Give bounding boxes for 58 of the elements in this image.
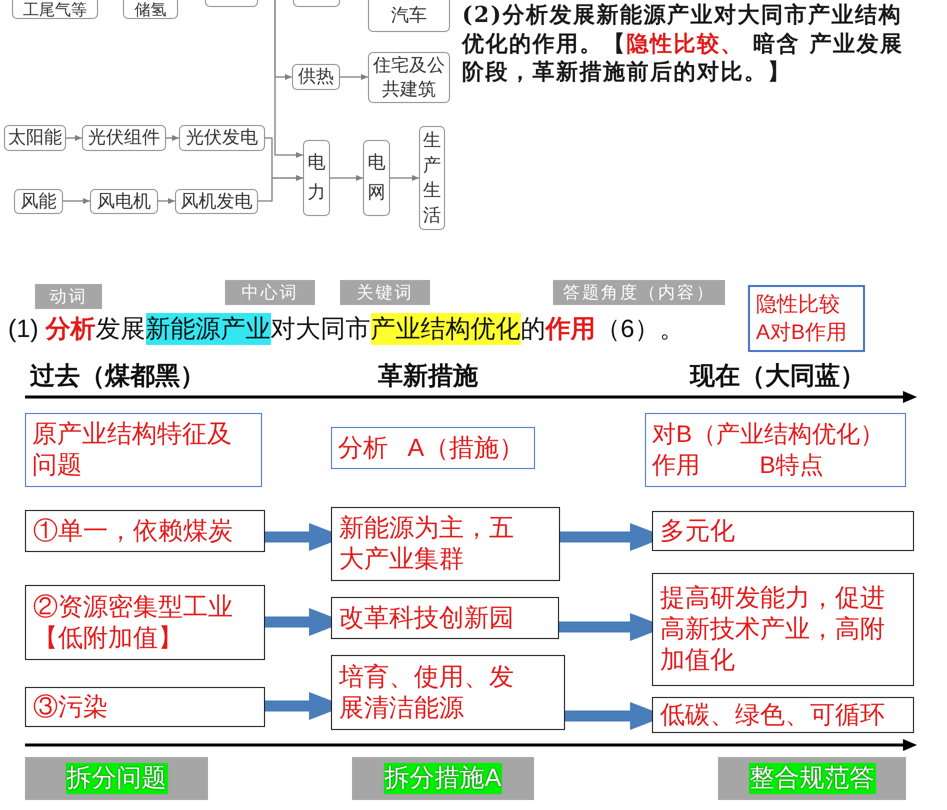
step-tag xyxy=(25,757,208,800)
note-box xyxy=(748,285,865,352)
step-label: 拆分问题 xyxy=(66,763,168,794)
highlighted-term: 新能源产业 xyxy=(146,313,270,345)
process-box: 光伏发电 xyxy=(179,125,265,151)
process-box: 生产生活 xyxy=(419,126,445,230)
content-box: 新能源为主，五大产业集群 xyxy=(331,507,560,581)
content-box: 培育、使用、发展清洁能源 xyxy=(331,655,565,730)
arrow xyxy=(158,198,175,204)
keyword-tag: 答题角度（内容） xyxy=(553,280,725,305)
arrow xyxy=(258,175,303,202)
process-box: 风电机 xyxy=(90,189,158,214)
arrow xyxy=(63,198,90,204)
process-box: 电网 xyxy=(363,140,390,216)
keyword-tag: 关键词 xyxy=(340,280,430,305)
question-text: (1) 分析发展 xyxy=(8,314,146,345)
column-heading: 过去（煤都黑） xyxy=(30,361,205,392)
process-box: 供热 xyxy=(292,64,340,90)
arrow xyxy=(166,135,179,141)
arrow xyxy=(330,175,363,181)
column-heading: 革新措施 xyxy=(378,361,478,392)
step-tag xyxy=(718,757,906,800)
highlighted-term: 产业结构优化 xyxy=(370,313,520,345)
question-paragraph: (2)分析发展新能源产业对大同市产业结构优化的作用。【隐性比较、 暗含 产业发展阶段，革新措施前后的对比。】 xyxy=(462,1,904,86)
note-text: A对B作用 xyxy=(756,320,848,346)
process-box: 储氢 xyxy=(123,0,178,19)
content-box: 多元化 xyxy=(652,511,914,551)
content-box: ③污染 xyxy=(25,687,265,727)
process-box: 风机发电 xyxy=(175,189,258,214)
heading-box: 分析 A（措施） xyxy=(331,427,535,469)
process-box: 汽车 xyxy=(368,0,450,32)
process-box: 工尾气等 xyxy=(12,0,98,19)
step-label: 拆分措施A xyxy=(384,763,502,794)
arrow xyxy=(274,0,303,158)
process-box: 风能 xyxy=(14,189,63,214)
arrow xyxy=(340,74,368,80)
content-box: 低碳、绿色、可循环 xyxy=(652,697,914,733)
arrow xyxy=(66,135,82,141)
content-box: 提高研发能力，促进高新技术产业，高附加值化 xyxy=(652,573,914,686)
step-tag xyxy=(352,757,534,800)
process-box: 光伏组件 xyxy=(82,125,166,151)
keyword-tag: 动词 xyxy=(35,284,102,309)
note-text: 隐性比较 xyxy=(756,292,840,318)
content-box: ①单一，依赖煤炭 xyxy=(25,510,265,552)
step-label: 整合规范答 xyxy=(748,763,876,794)
content-box: ②资源密集型工业【低附加值】 xyxy=(25,585,265,660)
process-box xyxy=(205,0,258,7)
heading-box: 原产业结构特征及问题 xyxy=(25,413,262,487)
arrow xyxy=(390,175,419,181)
process-box xyxy=(293,0,340,7)
heading-box: 对B（产业结构优化）作用 B特点 xyxy=(645,413,906,487)
column-heading: 现在（大同蓝） xyxy=(690,361,865,392)
question-text: 的作用（6）。 xyxy=(520,314,684,345)
process-box: 太阳能 xyxy=(4,125,66,151)
keyword-tag: 中心词 xyxy=(225,280,315,305)
process-box: 住宅及公共建筑 xyxy=(368,52,450,103)
process-box: 电力 xyxy=(303,140,330,216)
content-box: 改革科技创新园 xyxy=(331,597,559,639)
